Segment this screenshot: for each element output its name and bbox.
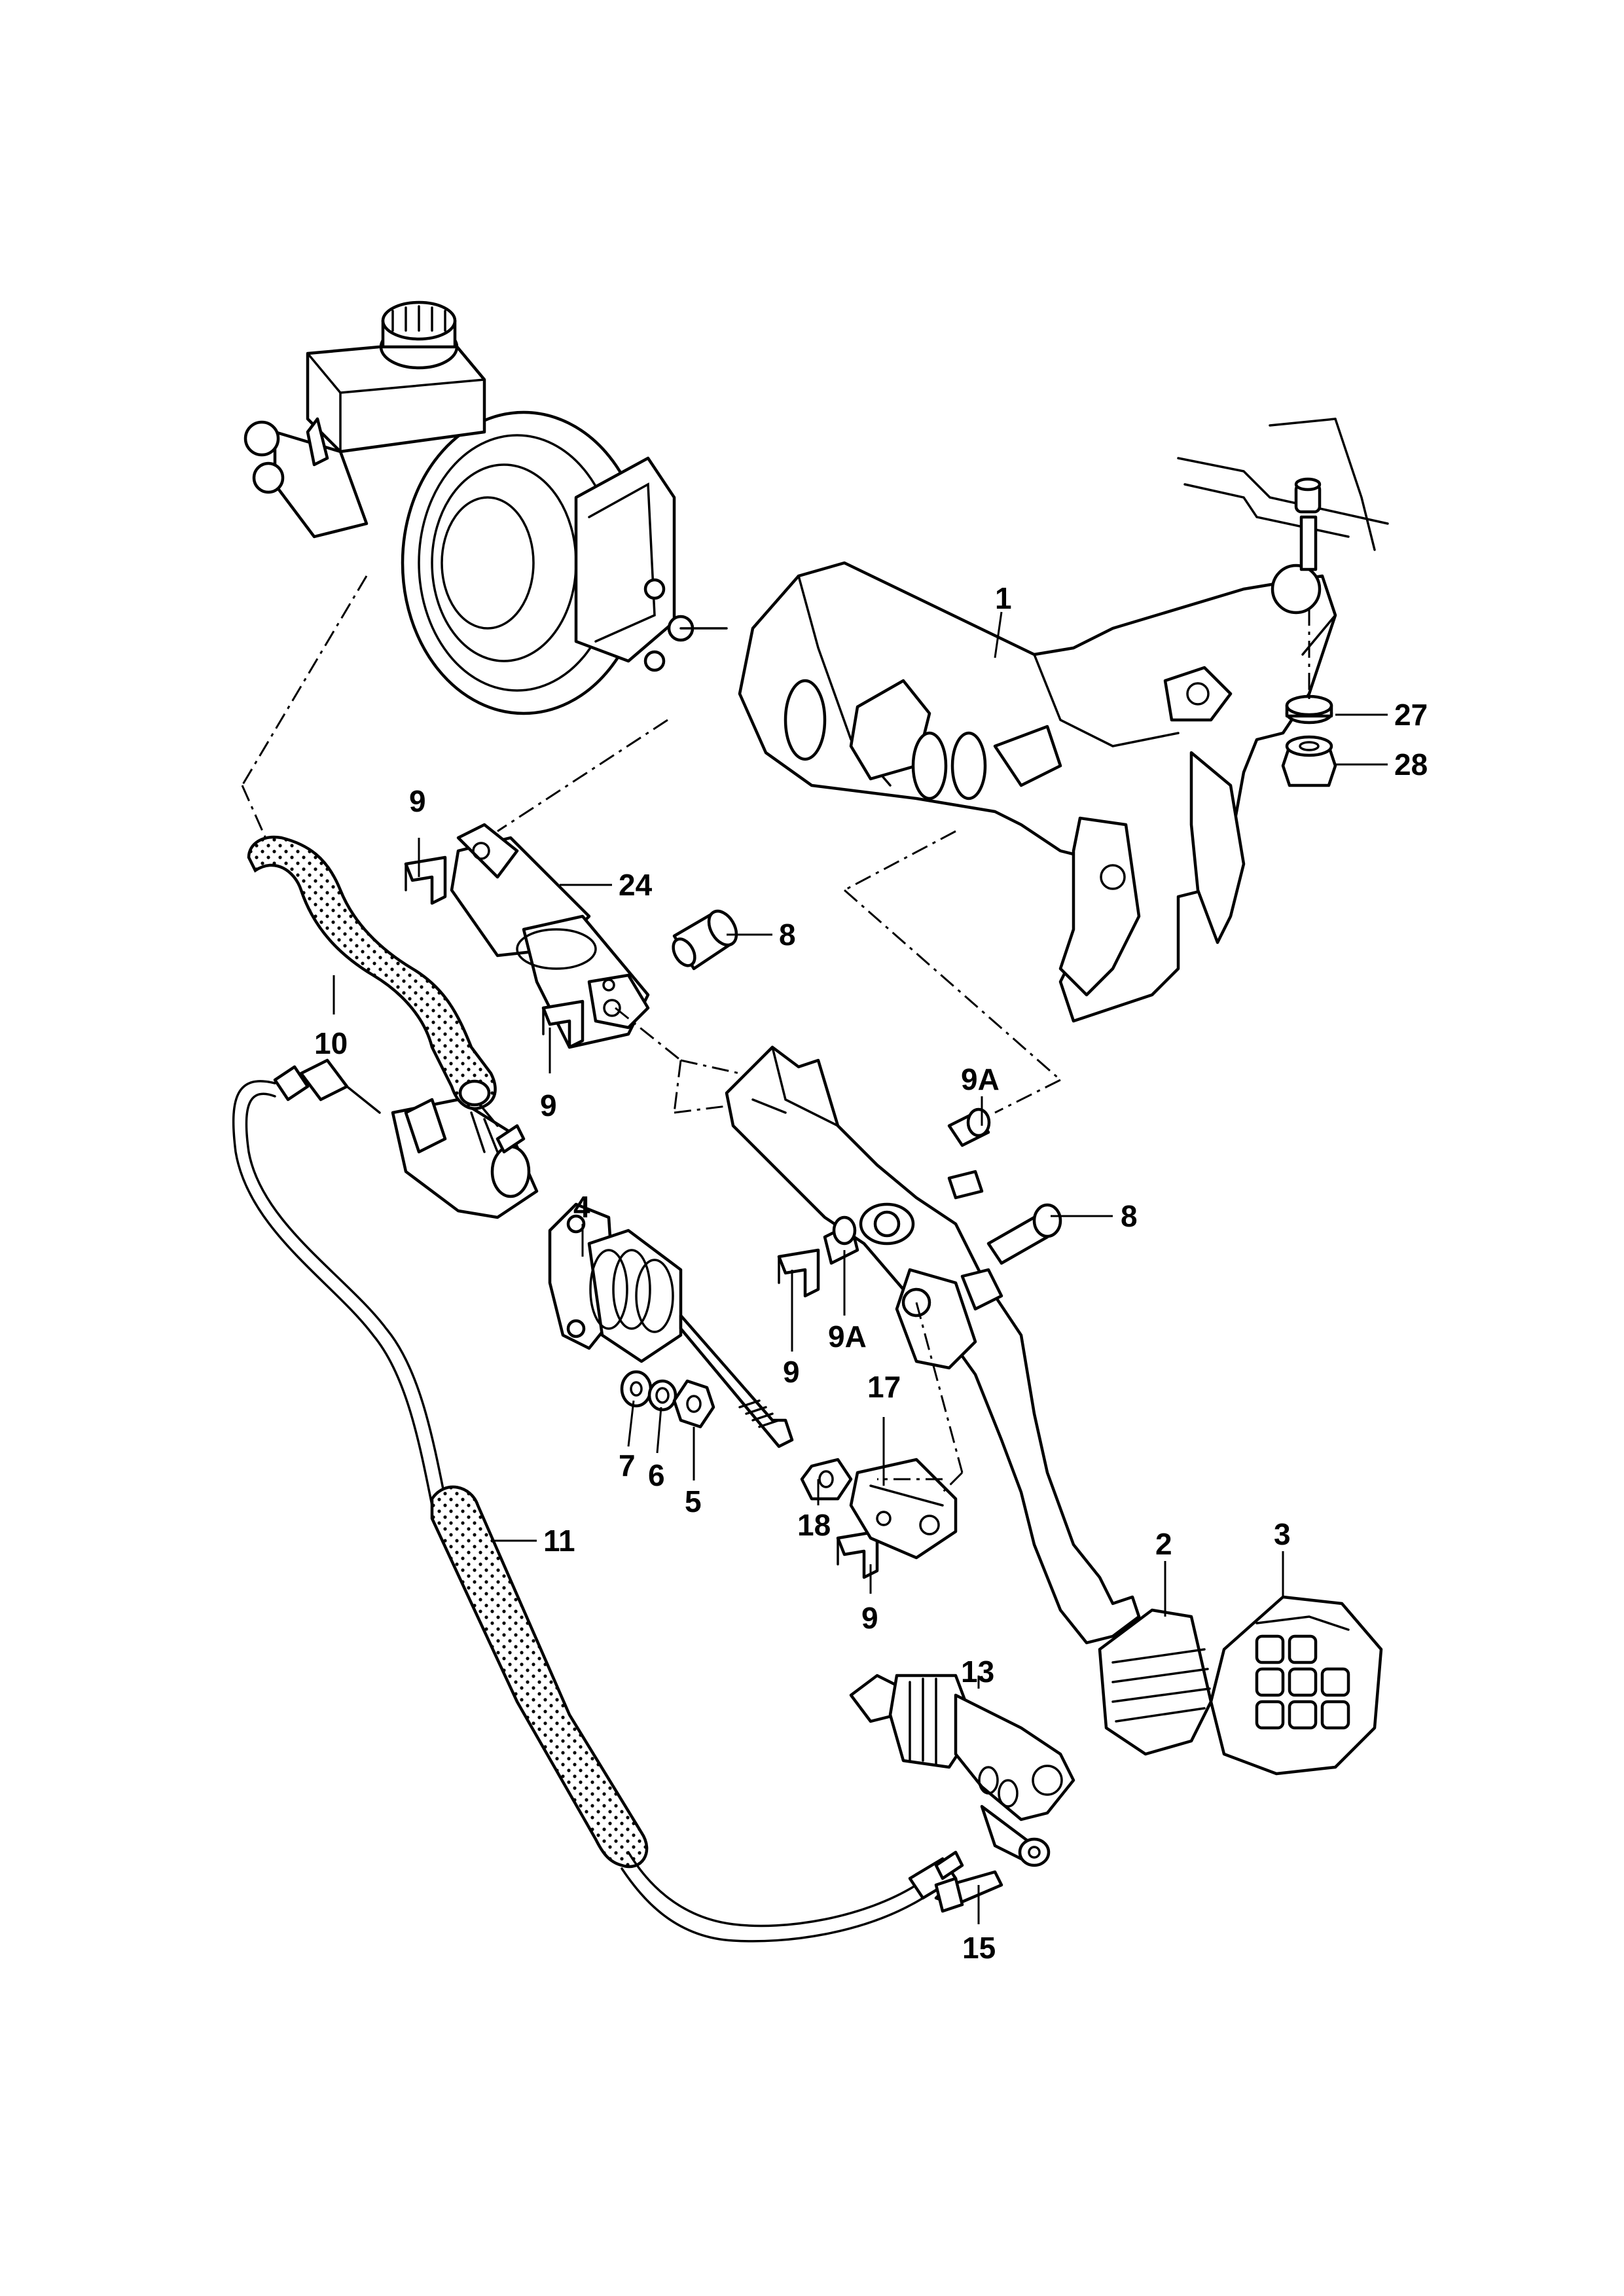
callout-7: 7 (619, 1448, 636, 1482)
callout-1: 1 (995, 581, 1012, 615)
callout-5: 5 (685, 1484, 702, 1518)
callout-2: 2 (1155, 1527, 1172, 1561)
callout-9-pedal: 9 (783, 1355, 800, 1389)
callout-13: 13 (961, 1655, 994, 1689)
lock-nut (800, 1458, 853, 1501)
callout-8-upper: 8 (779, 918, 796, 952)
callout-27: 27 (1394, 698, 1428, 732)
pedal-pad-holder (1098, 1608, 1213, 1756)
pin-upper (672, 909, 738, 971)
pin-lower (986, 1203, 1062, 1265)
callout-24: 24 (619, 868, 653, 902)
clutch-master-cylinder (391, 1098, 794, 1448)
callout-6: 6 (648, 1458, 665, 1492)
bushing-upper (947, 1107, 991, 1147)
callout-3: 3 (1274, 1517, 1291, 1551)
retaining-clip-c (777, 1248, 820, 1298)
callout-9-bottom: 9 (861, 1601, 878, 1635)
retaining-clip-b (541, 999, 585, 1049)
reservoir-hose (247, 835, 497, 1110)
washer (1285, 694, 1333, 725)
callout-4: 4 (573, 1190, 590, 1224)
pedal-bracket (738, 561, 1337, 1023)
callout-10: 10 (314, 1026, 348, 1060)
leader-lines (333, 611, 1388, 1924)
callout-11: 11 (543, 1524, 575, 1558)
retaining-clip-a (404, 855, 447, 905)
clutch-pedal (725, 1045, 1141, 1645)
callout-28: 28 (1394, 747, 1428, 781)
flat-washer (620, 1370, 653, 1408)
callout-9-top: 9 (409, 784, 426, 818)
spring-washer (647, 1379, 677, 1412)
callout-labels: 1 27 28 9 24 8 10 9 9A 4 8 9A 9 17 7 6 5… (314, 581, 1428, 1965)
callout-8-lower: 8 (1121, 1199, 1138, 1233)
callout-17: 17 (867, 1370, 901, 1404)
callout-9A-lower: 9A (828, 1319, 867, 1354)
nut (672, 1379, 715, 1429)
pressure-line (232, 1058, 964, 1943)
clevis-fork (849, 1458, 958, 1560)
brake-booster-master-cylinder (244, 300, 728, 715)
body-frame-rail (1177, 418, 1389, 571)
bushing-lower (823, 1215, 859, 1265)
pedal-pad (1209, 1595, 1383, 1776)
callout-9A-upper: 9A (961, 1062, 1000, 1096)
hex-nut (1281, 735, 1337, 787)
assembly-lines (241, 575, 1061, 1494)
callout-15: 15 (962, 1931, 996, 1965)
bolt (934, 1870, 1003, 1913)
callout-18: 18 (797, 1508, 831, 1542)
clutch-slave-cylinder (849, 1674, 1075, 1867)
callout-9-mid: 9 (540, 1088, 557, 1122)
